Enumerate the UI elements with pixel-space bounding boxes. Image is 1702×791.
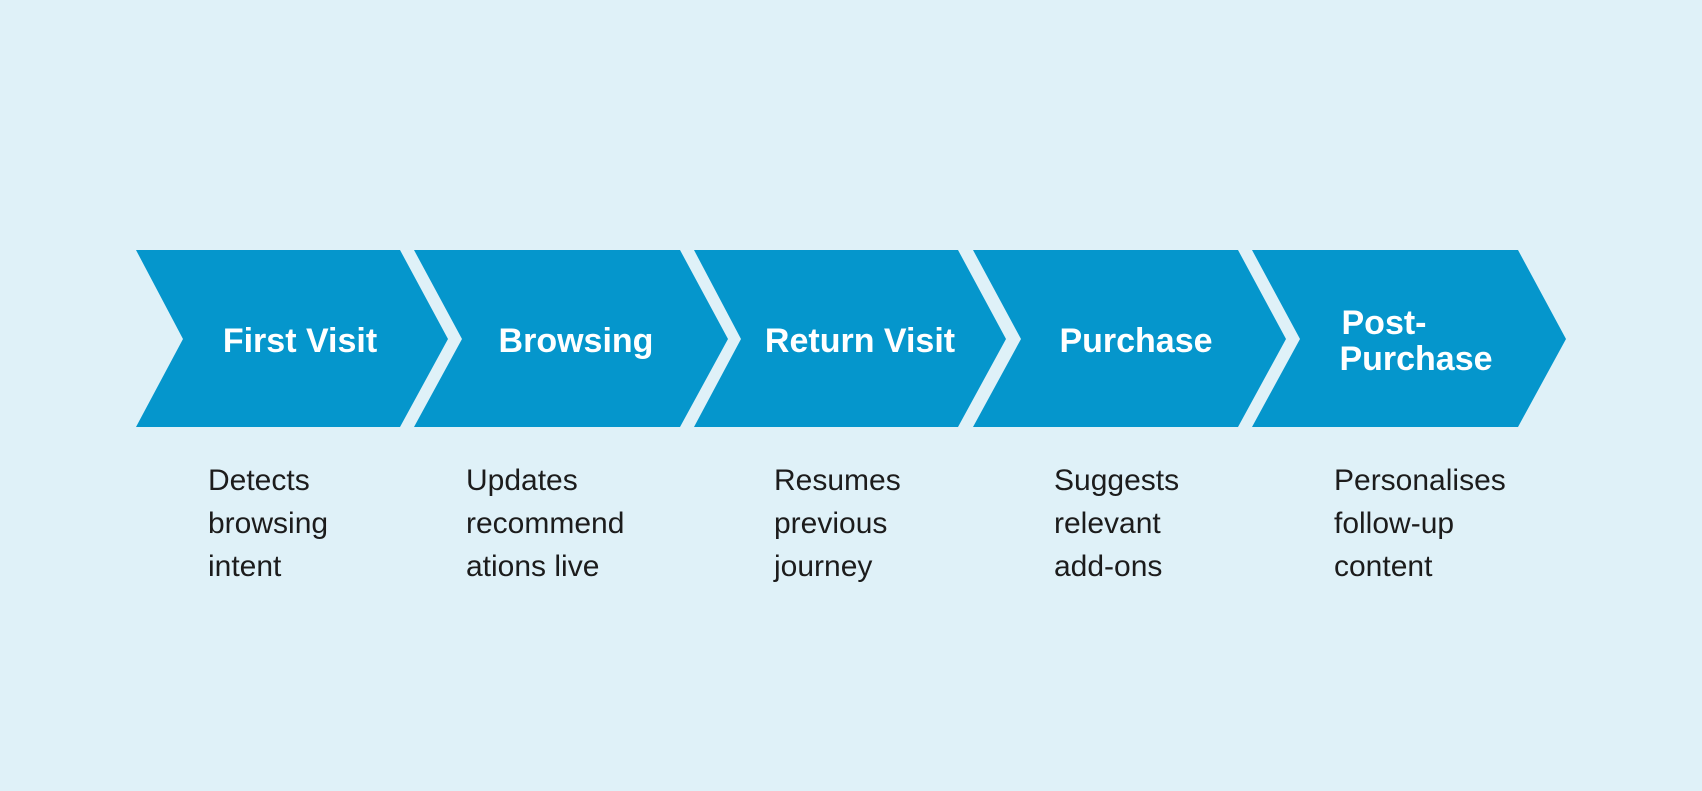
step-description-4: Suggests relevant add-ons	[1054, 464, 1180, 583]
step-title: First Visit	[223, 322, 377, 360]
chevron-shape	[694, 250, 1006, 427]
step-description-2: Updates recommend ations live	[466, 464, 625, 583]
chevron-step-5: Post- Purchase	[1252, 250, 1566, 427]
step-description-3: Resumes previous journey	[774, 464, 901, 583]
step-title-line-1: Post-	[1342, 304, 1427, 342]
chevron-step-1: First Visit	[136, 250, 448, 427]
step-title: Return Visit	[765, 322, 955, 360]
step-title-line-2: Purchase	[1339, 340, 1492, 378]
chevron-step-2: Browsing	[414, 250, 728, 427]
chevron-shape	[1252, 250, 1566, 427]
step-title: Purchase	[1059, 322, 1212, 360]
chevron-shape	[414, 250, 728, 427]
chevron-shape	[136, 250, 448, 427]
step-title: Browsing	[499, 322, 654, 360]
step-description-5: Personalises follow-up content	[1334, 464, 1506, 583]
chevron-step-4: Purchase	[973, 250, 1286, 427]
chevron-shape	[973, 250, 1286, 427]
chevron-step-3: Return Visit	[694, 250, 1006, 427]
step-description-1: Detects browsing intent	[208, 464, 329, 583]
